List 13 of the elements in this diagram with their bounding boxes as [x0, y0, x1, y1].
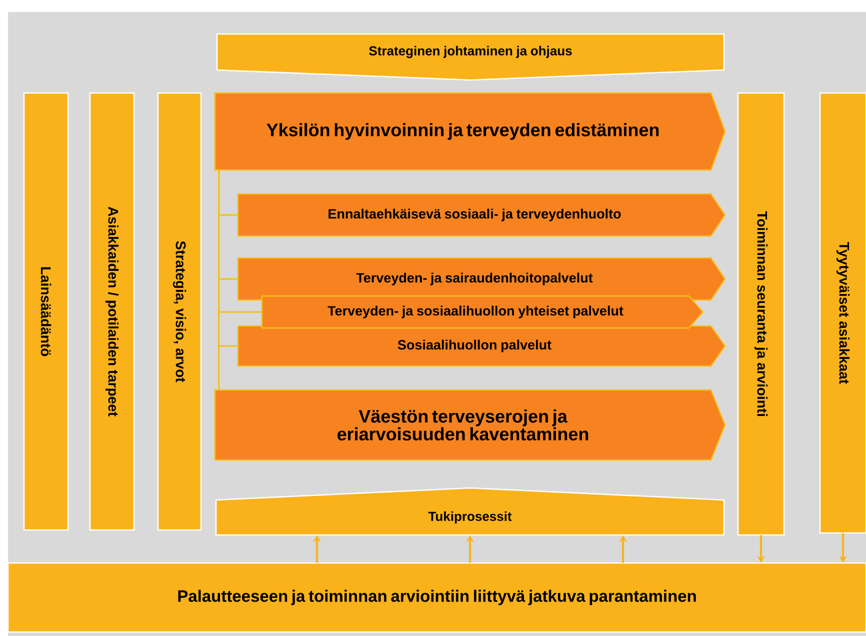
- vertical-bar: Lainsäädäntö: [23, 92, 69, 531]
- process-box: Väestön terveyserojen ja eriarvoisuuden kaventaminen: [214, 389, 726, 461]
- process-box: Sosiaalihuollon palvelut: [237, 325, 726, 367]
- vertical-bar: Strategia, visio, arvot: [157, 92, 202, 531]
- connector-line: [218, 170, 220, 390]
- vertical-bar: Tyytyväiset asiakkaat: [819, 92, 866, 534]
- process-box: Ennaltaehkäisevä sosiaali- ja terveydenhuolto: [237, 193, 726, 237]
- process-box: Terveyden- ja sosiaalihuollon yhteiset palvelut: [261, 295, 704, 329]
- process-box: Terveyden- ja sairaudenhoitopalvelut: [237, 257, 726, 301]
- bottom-bar: Palautteeseen ja toiminnan arviointiin liittyvä jatkuva parantaminen: [7, 562, 866, 633]
- vertical-bar: Asiakkaiden / potilaiden tarpeet: [89, 92, 135, 531]
- process-box: Yksilön hyvinvoinnin ja terveyden edistäminen: [214, 92, 726, 171]
- vertical-bar: Toiminnan seuranta ja arviointi: [737, 92, 785, 536]
